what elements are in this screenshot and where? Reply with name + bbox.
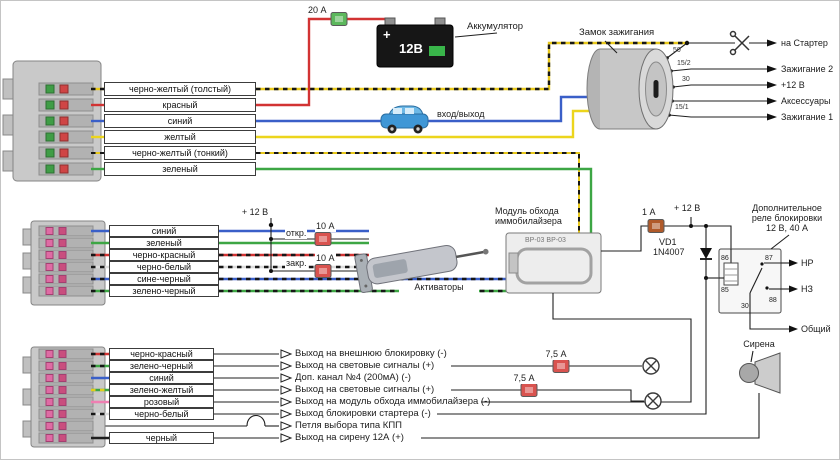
wire-label-red: красный	[104, 98, 256, 112]
car-icon	[380, 105, 429, 134]
output-ignition1: Зажигание 1	[781, 112, 834, 122]
output-immo-module: Выход на модуль обхода иммобилайзера (-)	[295, 396, 491, 407]
siren-label: Сирена	[743, 339, 775, 349]
fuse-20a-label: 20 А	[307, 5, 328, 16]
output-channel4: Доп. канал №4 (200мА) (-)	[295, 372, 411, 383]
actuator-icon	[354, 245, 489, 293]
battery-plus: +	[383, 27, 391, 42]
diode-part: 1N4007	[653, 247, 685, 257]
fuse-10a-open-icon	[314, 232, 332, 246]
wire-label-yellow: желтый	[104, 130, 256, 144]
fuse-10a-open-label: 10 А	[315, 221, 336, 232]
wire-label-blue: синий	[104, 114, 256, 128]
output-siren: Выход на сирену 12А (+)	[295, 432, 404, 443]
fuse-75a-1-label: 7,5 А	[539, 349, 573, 360]
wire-label-out-green-yellow: зелено-желтый	[109, 384, 214, 396]
wire-label-black-yellow-thin: черно-желтый (тонкий)	[104, 146, 256, 160]
actuators-label: Активаторы	[399, 282, 479, 293]
battery-icon	[376, 17, 498, 68]
wire-label-cl-green: зеленый	[109, 237, 219, 249]
fuse-20a-icon	[330, 12, 348, 26]
battery-voltage: 12В	[399, 41, 423, 56]
output-plus12: +12 В	[781, 80, 805, 90]
wire-label-green: зеленый	[104, 162, 256, 176]
relay-caption-3: 12 В, 40 А	[765, 223, 809, 233]
fuse-75a-2-label: 7,5 А	[507, 373, 541, 384]
fuse-75a-2-icon	[520, 383, 538, 397]
siren-icon	[739, 350, 781, 394]
output-gearbox-loop: Петля выбора типа КПП	[295, 420, 402, 431]
bottom-lines	[91, 278, 760, 443]
connector-outputs	[22, 346, 109, 448]
wire-label-cl-green-black: зелено-черный	[109, 285, 219, 297]
wire-label-out-black-red: черно-красный	[109, 348, 214, 360]
output-accessories: Аксессуары	[781, 96, 831, 106]
fuse-75a-1-icon	[552, 359, 570, 373]
wire-label-cl-black-red: черно-красный	[109, 249, 219, 261]
module-board-text: ВР-03 ВР-03	[525, 237, 566, 244]
lock-contact-50: 50	[673, 47, 681, 54]
fuse-1a-icon	[647, 219, 665, 233]
wire-label-cl-black-white: черно-белый	[109, 261, 219, 273]
ignition-lock-lines	[665, 39, 777, 121]
fuse-10a-close-icon	[314, 264, 332, 278]
output-ignition2: Зажигание 2	[781, 64, 834, 74]
wire-label-black-yellow-thick: черно-желтый (толстый)	[104, 82, 256, 96]
connector-centrallock	[22, 220, 109, 306]
relay-circuit-lines	[601, 217, 732, 280]
lock-contact-30: 30	[682, 76, 690, 83]
relay-pin-86: 86	[721, 255, 729, 262]
relay-caption-2: реле блокировки	[751, 213, 823, 223]
diode-name: VD1	[659, 237, 677, 247]
fuse-1a-label: 1 А	[641, 207, 657, 218]
fuse-10a-close-label: 10 А	[315, 253, 336, 264]
relay-pin-85: 85	[721, 287, 729, 294]
lamp-icons	[642, 357, 662, 410]
immobilizer-module-icon	[505, 232, 602, 294]
battery-label: Аккумулятор	[467, 21, 524, 32]
ignition-lock-label: Замок зажигания	[579, 27, 655, 38]
module-caption-1: Модуль обхода	[495, 206, 559, 216]
plus12b-label: + 12 В	[673, 203, 702, 214]
relay-out-nc: НЗ	[801, 284, 813, 294]
relay-pin-88: 88	[769, 297, 777, 304]
wire-label-cl-blue-black: сине-черный	[109, 273, 219, 285]
car-io-label: вход/выход	[437, 109, 485, 119]
output-starter: на Стартер	[781, 38, 828, 48]
plus12-label: + 12 В	[233, 207, 277, 218]
wire-label-out-black-white: черно-белый	[109, 408, 214, 420]
scissors-icon	[729, 30, 750, 56]
output-ext-blocking: Выход на внешнюю блокировку (-)	[295, 348, 447, 359]
ignition-lock-icon	[586, 40, 674, 130]
connector-main	[2, 60, 104, 182]
wire-label-out-black: черный	[109, 432, 214, 444]
wire-label-out-green-black: зелено-черный	[109, 360, 214, 372]
relay-icon	[718, 234, 798, 333]
output-lights-1: Выход на световые сигналы (+)	[295, 360, 435, 371]
wire-label-out-blue: синий	[109, 372, 214, 384]
close-label: закр.	[285, 258, 308, 269]
relay-pin-30: 30	[741, 303, 749, 310]
relay-pin-87: 87	[765, 255, 773, 262]
output-lights-2: Выход на световые сигналы (+)	[295, 384, 435, 395]
lock-contact-15-1: 15/1	[675, 104, 689, 111]
wire-label-out-pink: розовый	[109, 396, 214, 408]
open-label: откр.	[285, 228, 308, 239]
output-starter-block: Выход блокировки стартера (-)	[295, 408, 431, 419]
module-caption-2: иммобилайзера	[495, 216, 562, 226]
wire-label-cl-blue: синий	[109, 225, 219, 237]
relay-out-common: Общий	[801, 324, 831, 334]
lock-contact-15-2: 15/2	[677, 60, 691, 67]
relay-out-no: НР	[801, 258, 814, 268]
relay-caption-1: Дополнительное	[752, 203, 822, 213]
